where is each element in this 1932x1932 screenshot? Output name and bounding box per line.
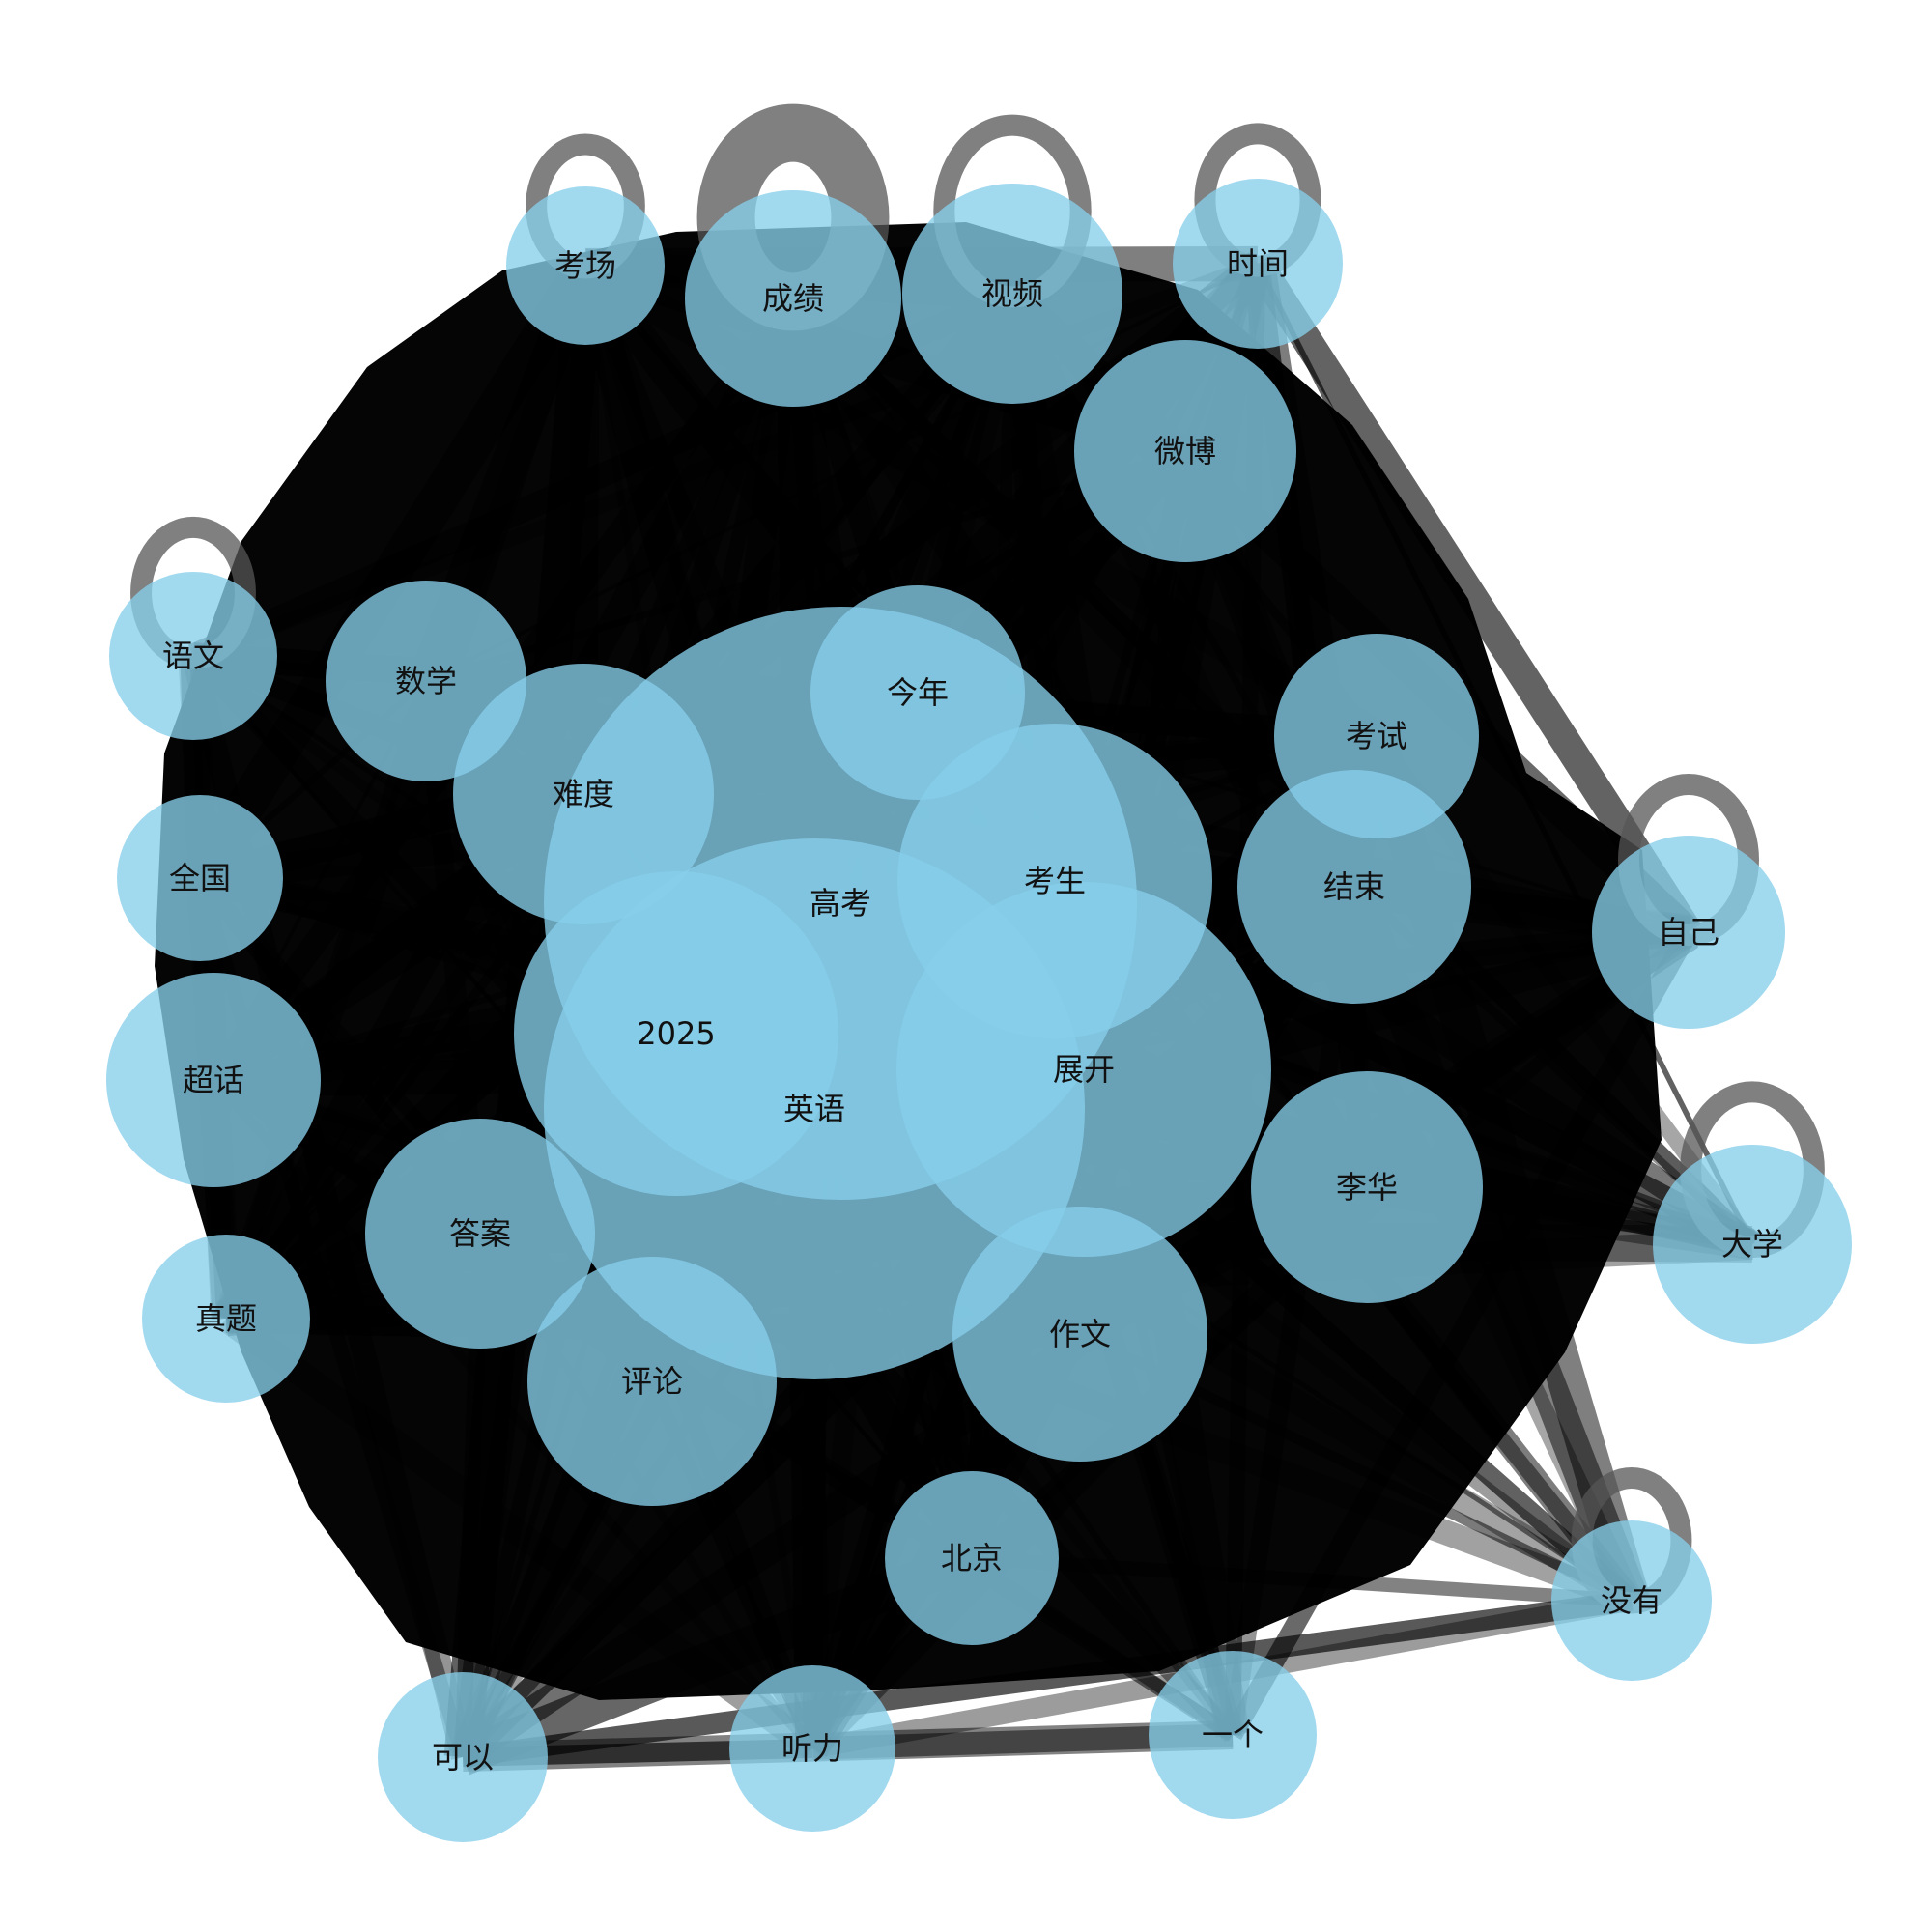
node-label-超话: 超话: [183, 1062, 244, 1098]
edge-全国-考场: [184, 255, 602, 889]
node-超话[interactable]: [106, 973, 321, 1187]
edge-一个-自己: [1224, 926, 1697, 1741]
node-可以[interactable]: [378, 1672, 548, 1842]
node-label-自己: 自己: [1658, 914, 1719, 951]
node-label-语文: 语文: [162, 638, 224, 674]
node-label-高考: 高考: [810, 885, 871, 922]
node-label-真题: 真题: [195, 1300, 257, 1337]
edge-一个-结束: [1223, 885, 1364, 1737]
node-label-时间: 时间: [1227, 245, 1289, 282]
node-难度[interactable]: [453, 664, 714, 924]
edge-没有-微博: [1168, 444, 1649, 1607]
edge-自己-时间: [1245, 255, 1701, 941]
node-label-大学: 大学: [1721, 1226, 1783, 1263]
edge-北京-可以: [455, 1540, 980, 1776]
node-自己[interactable]: [1592, 836, 1785, 1029]
node-label-结束: 结束: [1323, 868, 1385, 905]
edge-可以-没有: [461, 1590, 1634, 1768]
node-语文[interactable]: [109, 572, 277, 740]
node-label-李华: 李华: [1336, 1169, 1398, 1206]
node-北京[interactable]: [885, 1471, 1059, 1645]
edge-超话-听力: [210, 1076, 816, 1752]
node-没有[interactable]: [1551, 1520, 1712, 1681]
node-label-2025: 2025: [637, 1015, 715, 1052]
node-今年[interactable]: [810, 585, 1025, 800]
node-一个[interactable]: [1149, 1651, 1317, 1819]
node-label-微博: 微博: [1154, 433, 1216, 469]
node-考生[interactable]: [897, 724, 1212, 1038]
edge-大学-成绩: [786, 292, 1759, 1251]
edge-北京-没有: [971, 1550, 1633, 1608]
node-真题[interactable]: [142, 1235, 310, 1403]
node-时间[interactable]: [1173, 179, 1343, 349]
node-label-答案: 答案: [449, 1215, 511, 1252]
node-视频[interactable]: [902, 184, 1122, 404]
node-全国[interactable]: [117, 795, 283, 961]
node-label-考场: 考场: [554, 247, 616, 284]
node-评论[interactable]: [527, 1257, 777, 1506]
node-label-考生: 考生: [1024, 863, 1086, 899]
node-考场[interactable]: [506, 186, 665, 345]
node-2025[interactable]: [514, 871, 838, 1196]
node-label-北京: 北京: [941, 1540, 1003, 1577]
node-数学[interactable]: [326, 581, 526, 781]
node-label-可以: 可以: [432, 1739, 494, 1776]
node-大学[interactable]: [1653, 1145, 1852, 1344]
node-作文[interactable]: [952, 1207, 1208, 1462]
node-label-成绩: 成绩: [762, 280, 824, 317]
node-label-没有: 没有: [1601, 1582, 1662, 1619]
node-李华[interactable]: [1251, 1071, 1483, 1303]
node-label-一个: 一个: [1202, 1717, 1264, 1753]
edge-听力-李华: [803, 1178, 1377, 1758]
node-label-作文: 作文: [1049, 1316, 1111, 1352]
node-label-数学: 数学: [395, 663, 457, 699]
node-label-今年: 今年: [887, 674, 949, 711]
node-答案[interactable]: [365, 1119, 595, 1349]
nodes-layer: [106, 179, 1852, 1842]
node-label-考试: 考试: [1346, 718, 1407, 754]
node-label-全国: 全国: [169, 860, 231, 896]
node-label-听力: 听力: [781, 1730, 843, 1767]
node-label-展开: 展开: [1053, 1051, 1115, 1088]
edge-结束-成绩: [783, 290, 1364, 895]
node-成绩[interactable]: [685, 190, 901, 407]
node-微博[interactable]: [1074, 340, 1296, 562]
node-label-难度: 难度: [553, 776, 614, 812]
node-label-英语: 英语: [783, 1091, 845, 1127]
node-考试[interactable]: [1274, 634, 1479, 838]
node-label-评论: 评论: [621, 1363, 683, 1400]
node-label-视频: 视频: [981, 275, 1043, 312]
node-听力[interactable]: [729, 1665, 895, 1832]
